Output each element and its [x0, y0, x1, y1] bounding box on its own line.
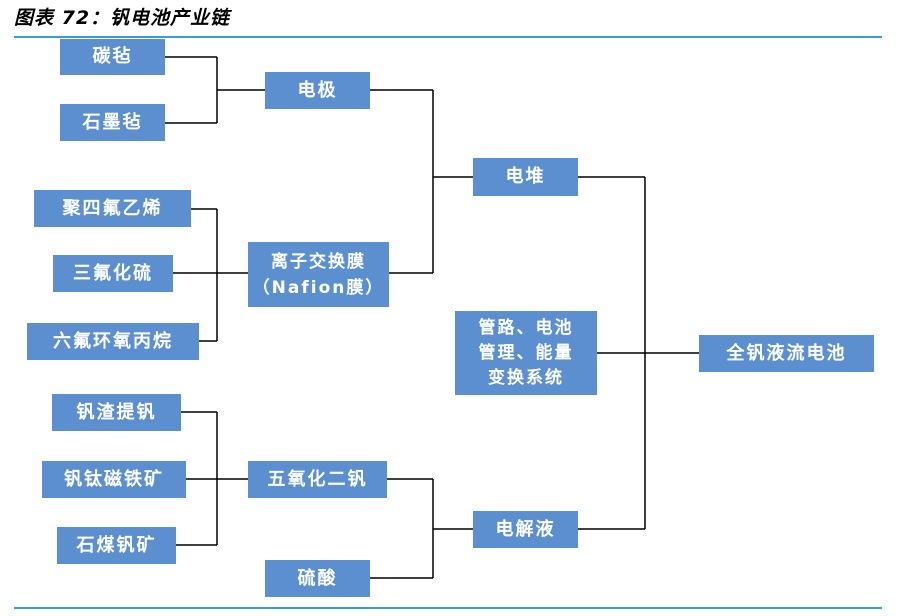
node-label: 硫酸 — [297, 567, 338, 589]
node-chlorine-trifluoride: 三氟化硫 — [53, 255, 173, 292]
bottom-rule — [14, 607, 882, 609]
node-stack: 电堆 — [473, 158, 578, 196]
node-label: 石墨毡 — [82, 111, 143, 133]
node-label: 三氟化硫 — [73, 262, 153, 284]
node-label: 碳毡 — [92, 46, 133, 67]
node-titanomagnetite: 钒钛磁铁矿 — [42, 461, 186, 498]
node-membrane: 离子交换膜 （Nafion膜） — [248, 242, 389, 307]
node-electrode: 电极 — [265, 72, 370, 109]
top-rule — [14, 36, 882, 38]
node-label: 聚四氟乙烯 — [62, 197, 163, 219]
node-carbon-felt: 碳毡 — [60, 39, 165, 75]
node-label: 电堆 — [505, 166, 546, 187]
node-label: 全钒液流电池 — [726, 342, 847, 364]
node-v2o5: 五氧化二钒 — [248, 461, 387, 498]
node-ptfe: 聚四氟乙烯 — [34, 190, 191, 227]
node-sulfuric-acid: 硫酸 — [265, 560, 370, 597]
figure-title: 图表 72：钒电池产业链 — [14, 7, 231, 29]
node-label: 管路、电池 管理、能量 变换系统 — [478, 317, 574, 388]
node-vrfb: 全钒液流电池 — [699, 335, 874, 372]
node-label: 钒钛磁铁矿 — [64, 468, 164, 490]
node-label: 石煤钒矿 — [76, 534, 157, 556]
node-hexafluoro: 六氟环氧丙烷 — [27, 323, 199, 360]
node-graphite-felt: 石墨毡 — [60, 104, 165, 141]
node-label: 离子交换膜 （Nafion膜） — [252, 251, 385, 298]
node-label: 六氟环氧丙烷 — [53, 330, 173, 352]
node-label: 电极 — [297, 79, 338, 101]
node-bms: 管路、电池 管理、能量 变换系统 — [455, 311, 597, 395]
node-stone-coal: 石煤钒矿 — [57, 527, 176, 564]
node-label: 电解液 — [495, 518, 556, 540]
node-label: 钒渣提钒 — [76, 401, 157, 423]
node-electrolyte: 电解液 — [473, 511, 578, 548]
node-label: 五氧化二钒 — [267, 468, 368, 490]
node-vanadium-slag: 钒渣提钒 — [52, 394, 181, 431]
